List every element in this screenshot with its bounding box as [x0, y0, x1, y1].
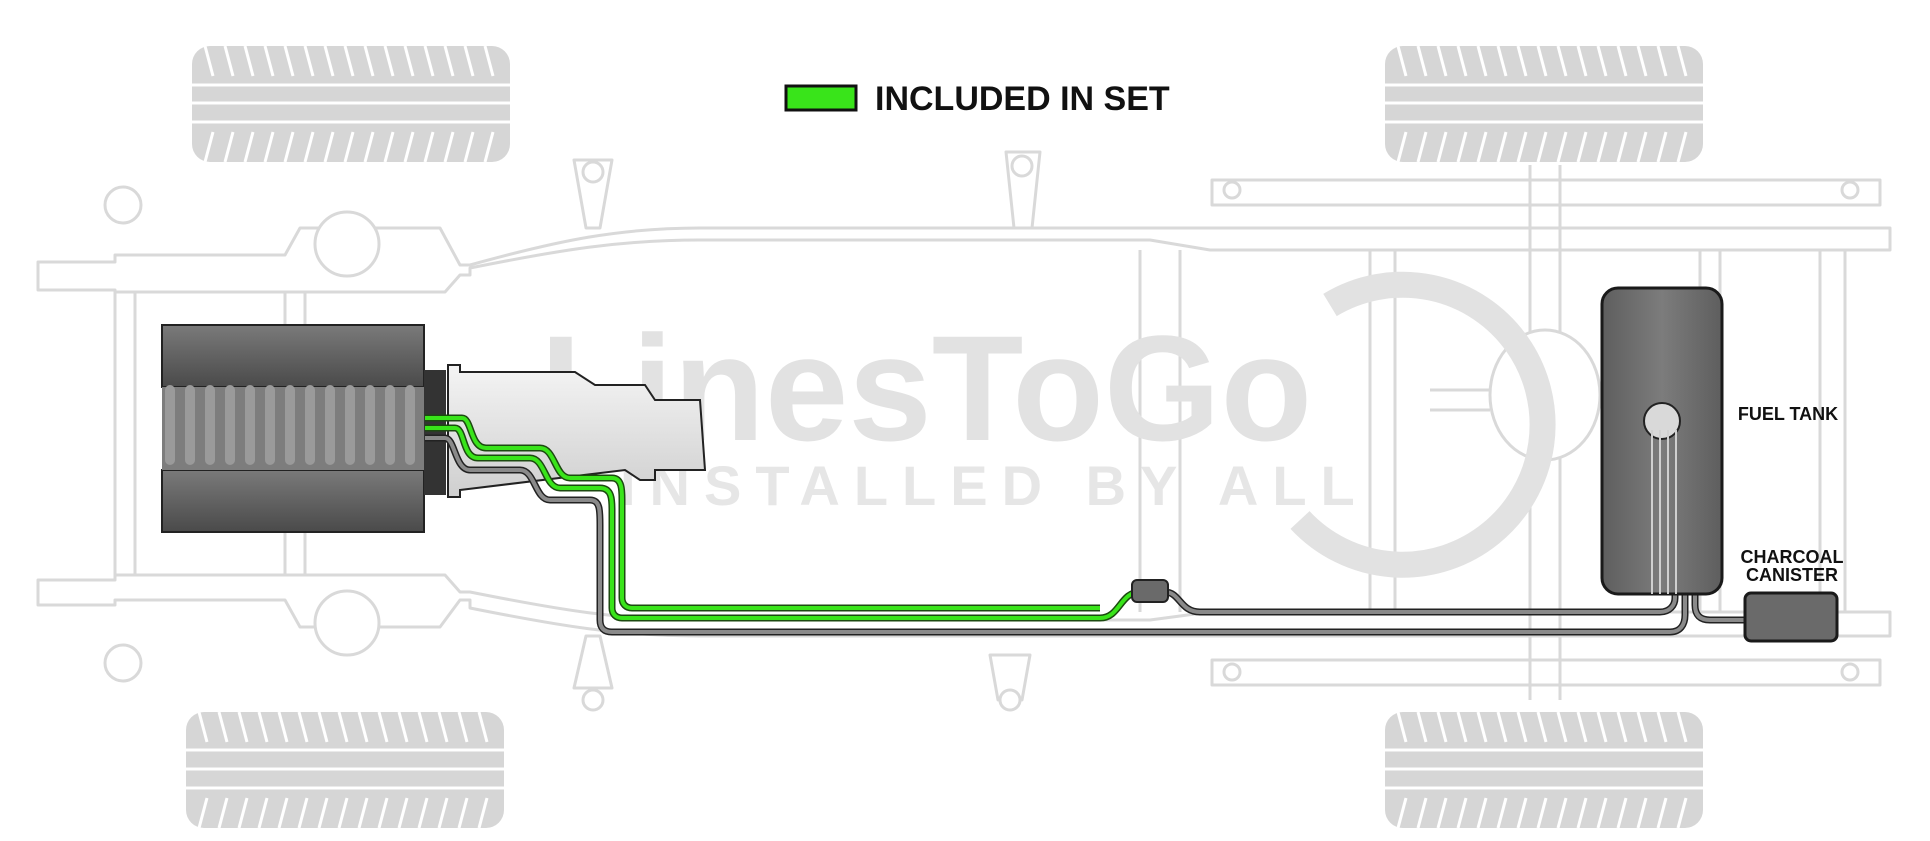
- fuel-lines: [425, 414, 1745, 636]
- rear-right-tire: [1385, 711, 1703, 829]
- engine: [161, 324, 446, 533]
- rear-left-tire: [1385, 45, 1703, 163]
- watermark-tagline: INSTALLED BY ALL: [620, 454, 1369, 517]
- legend-label: INCLUDED IN SET: [875, 80, 1170, 118]
- front-right-tire: [186, 711, 504, 829]
- legend-swatch: [784, 84, 858, 112]
- charcoal-canister-label-line2: CANISTER: [1746, 565, 1838, 585]
- legend: INCLUDED IN SET: [784, 80, 1170, 118]
- charcoal-canister: [1743, 591, 1839, 643]
- fuel-tank-label: FUEL TANK: [1738, 404, 1838, 424]
- transmission: [447, 364, 707, 498]
- charcoal-canister-label-line1: CHARCOAL: [1741, 547, 1844, 567]
- fuel-tank: [1600, 286, 1724, 596]
- front-left-tire: [192, 45, 510, 163]
- fuel-filter: [1131, 579, 1169, 603]
